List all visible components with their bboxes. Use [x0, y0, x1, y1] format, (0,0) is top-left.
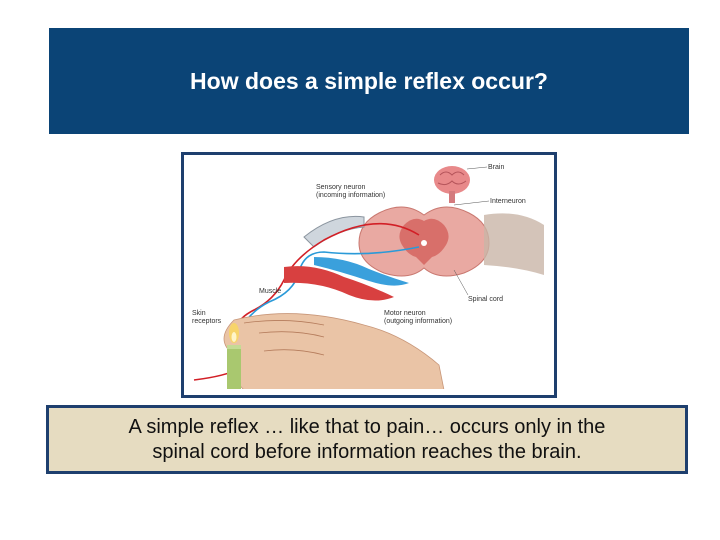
label-muscle: Muscle — [259, 288, 281, 295]
caption-line-2: spinal cord before information reaches t… — [129, 440, 606, 465]
reflex-diagram: Brain Interneuron Spinal cord Sensory ne… — [181, 152, 557, 398]
slide-title: How does a simple reflex occur? — [190, 68, 548, 95]
reflex-illustration: Brain Interneuron Spinal cord Sensory ne… — [184, 155, 548, 389]
label-motor-neuron-sub: (outgoing information) — [384, 318, 452, 325]
label-skin-receptors-1: Skin — [192, 310, 206, 317]
caption-line-1: A simple reflex … like that to pain… occ… — [129, 415, 606, 440]
label-motor-neuron: Motor neuron — [384, 310, 426, 317]
label-interneuron: Interneuron — [490, 198, 526, 205]
label-spinal-cord: Spinal cord — [468, 296, 503, 303]
label-sensory-neuron-sub: (incoming information) — [316, 192, 385, 199]
caption-text: A simple reflex … like that to pain… occ… — [129, 415, 606, 465]
title-banner: How does a simple reflex occur? — [49, 28, 689, 134]
brain-illustration — [434, 166, 470, 203]
label-sensory-neuron: Sensory neuron — [316, 184, 366, 191]
caption-box: A simple reflex … like that to pain… occ… — [46, 405, 688, 474]
label-brain: Brain — [488, 164, 504, 171]
candle-illustration — [227, 323, 241, 389]
label-skin-receptors-2: receptors — [192, 318, 222, 325]
